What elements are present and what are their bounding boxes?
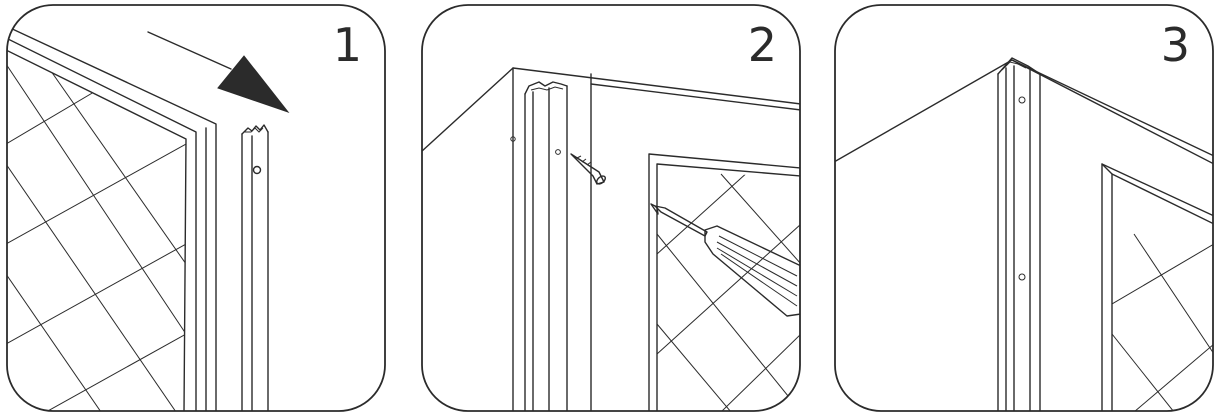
screw-hole [252,165,262,175]
screw-icon [570,153,606,185]
step-number: 2 [747,18,777,72]
step-1-illustration [6,4,386,412]
cabinet-top-edge [422,67,800,153]
panel-border [834,4,1214,412]
cabinet-top-edge [835,59,1213,165]
glass-door-frame [1101,163,1213,411]
screw-hole [555,149,561,155]
arrow-icon [217,55,290,114]
screw-head [1018,96,1026,104]
step-3-illustration [834,4,1214,412]
step-2-illustration [421,4,801,412]
step-panel-2: 2 [421,4,801,412]
screwdriver-icon [650,203,800,317]
step-panel-3: 3 [834,4,1214,412]
glass-door-frame [648,153,800,411]
glass-diamond-pattern [7,63,186,411]
panel-border [6,4,386,412]
glass-diamond-pattern [1112,233,1213,411]
hinge-strip [997,57,1041,411]
hinge-strip [524,81,568,411]
hinge-strip [241,124,269,411]
step-number: 1 [332,18,362,72]
step-number: 3 [1160,18,1190,72]
step-panel-1: 1 [6,4,386,412]
glass-diamond-pattern [656,168,800,411]
motion-line [147,31,232,70]
door-frame-top [7,25,217,411]
screw-head [1018,273,1026,281]
door-frame-inner [7,37,197,411]
panel-border [421,4,801,412]
